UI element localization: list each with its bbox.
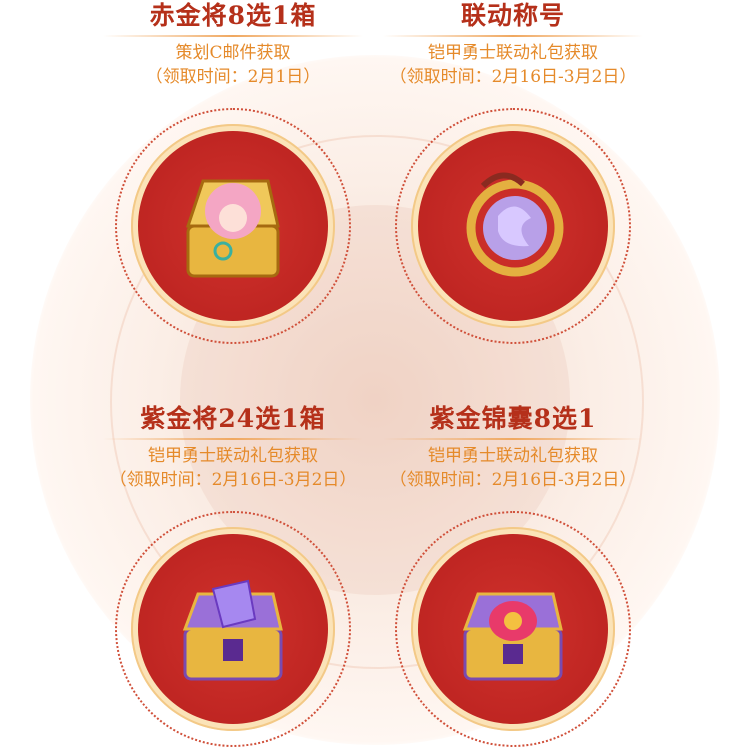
background-ring	[110, 135, 644, 669]
reward-source: 铠甲勇士联动礼包获取	[148, 446, 318, 466]
dragon-title-badge-icon	[466, 172, 564, 277]
gold-chest-pink-hair-icon	[185, 179, 280, 278]
reward-icon-frame	[395, 108, 631, 344]
reward-source: 铠甲勇士联动礼包获取	[428, 43, 598, 63]
divider	[103, 438, 363, 440]
reward-card-red-gold-chest: 赤金将8选1箱 策划C邮件获取 （领取时间：2月1日）	[93, 0, 373, 344]
divider	[383, 438, 643, 440]
reward-icon-frame	[115, 511, 351, 747]
purple-gold-chest-icon	[182, 579, 283, 681]
reward-time: （领取时间：2月16日-3月2日）	[389, 67, 637, 87]
divider	[383, 35, 643, 37]
reward-time: （领取时间：2月16日-3月2日）	[389, 470, 637, 490]
reward-card-linked-title: 联动称号 铠甲勇士联动礼包获取 （领取时间：2月16日-3月2日）	[373, 0, 653, 344]
reward-time: （领取时间：2月1日）	[145, 67, 321, 87]
purple-gold-pouch-chest-icon	[462, 592, 563, 681]
reward-source: 铠甲勇士联动礼包获取	[428, 446, 598, 466]
reward-title: 紫金将24选1箱	[140, 404, 326, 433]
reward-time: （领取时间：2月16日-3月2日）	[109, 470, 357, 490]
reward-title: 联动称号	[460, 1, 565, 30]
reward-icon-frame	[115, 108, 351, 344]
reward-icon-frame	[395, 511, 631, 747]
reward-source: 策划C邮件获取	[175, 43, 291, 63]
reward-title: 赤金将8选1箱	[149, 1, 317, 30]
divider	[103, 35, 363, 37]
reward-card-purple-gold-pouch: 紫金锦囊8选1 铠甲勇士联动礼包获取 （领取时间：2月16日-3月2日）	[373, 403, 653, 747]
reward-title: 紫金锦囊8选1	[429, 404, 597, 433]
reward-card-purple-gold-chest: 紫金将24选1箱 铠甲勇士联动礼包获取 （领取时间：2月16日-3月2日）	[93, 403, 373, 747]
